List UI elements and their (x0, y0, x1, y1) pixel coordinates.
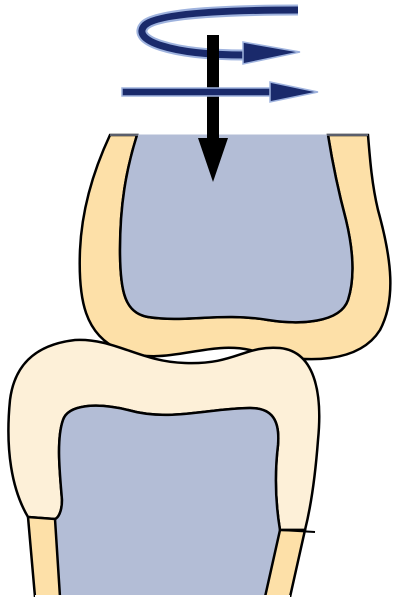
lower-bone (8, 340, 319, 597)
upper-bone (80, 135, 391, 359)
lower-bone-left-cortex (28, 517, 60, 597)
lower-bone-marrow (55, 406, 280, 597)
upper-bone-marrow (120, 135, 352, 322)
